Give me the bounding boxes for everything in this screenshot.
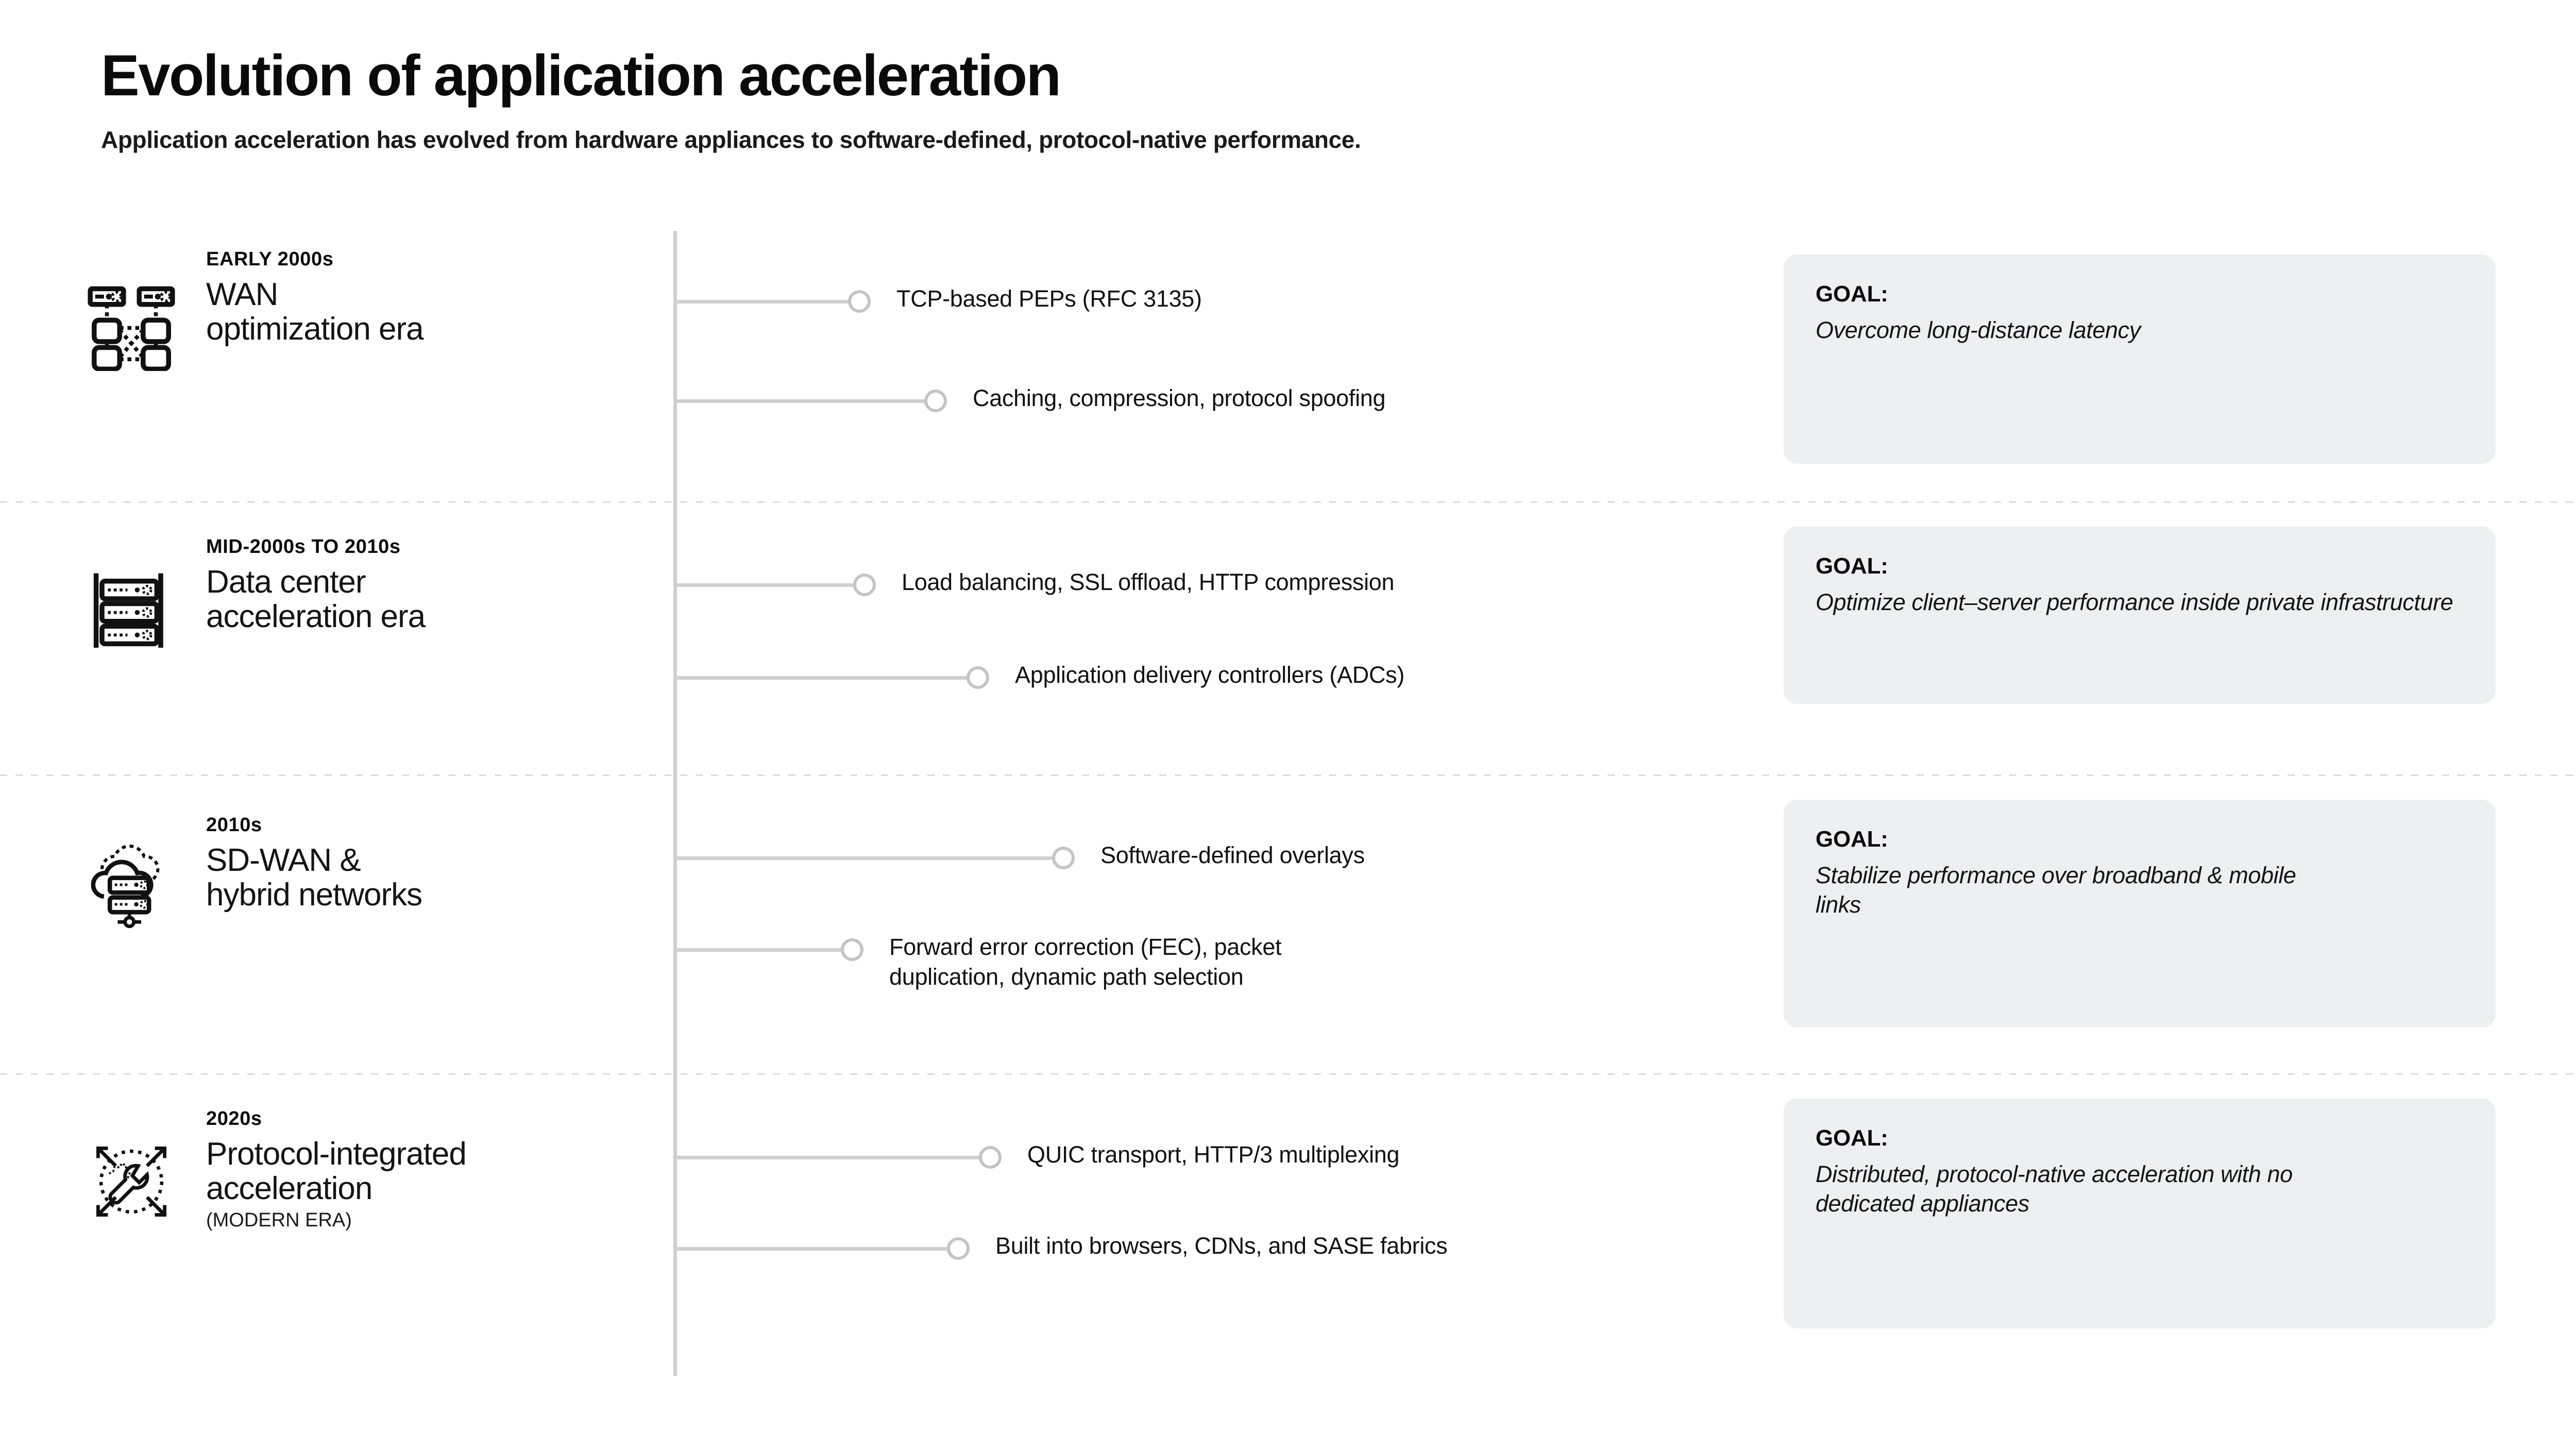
row-divider [0, 501, 2576, 503]
era-block: EARLY 2000s WAN optimization era [82, 231, 659, 503]
era-text: 2020s Protocol-integrated acceleration (… [206, 1108, 467, 1232]
connector-line [675, 1247, 959, 1251]
goal-text: Optimize client–server performance insid… [1816, 589, 2453, 615]
era-kicker: MID-2000s TO 2010s [206, 536, 401, 558]
header: Evolution of application acceleration Ap… [101, 45, 2368, 154]
milestone-dot[interactable] [848, 290, 871, 313]
goal-card: GOAL: Optimize client–server performance… [1784, 527, 2496, 704]
era-kicker: 2020s [206, 1108, 262, 1130]
milestone-dot[interactable] [841, 938, 863, 961]
goal-label: GOAL: [1816, 553, 1888, 579]
milestone-dot[interactable] [924, 390, 947, 412]
row-divider [0, 774, 2576, 776]
goal-text: Stabilize performance over broadband & m… [1816, 862, 2296, 918]
era-kicker: 2010s [206, 814, 262, 836]
goal-card: GOAL: Overcome long-distance latency [1784, 255, 2496, 464]
milestone-label: Software-defined overlays [1100, 842, 1365, 868]
milestone-label: TCP-based PEPs (RFC 3135) [896, 285, 1202, 312]
wrench-gear-icon [82, 1133, 180, 1231]
goal-label: GOAL: [1816, 281, 1888, 307]
timeline-spine [673, 231, 677, 1376]
era-block: 2010s SD-WAN & hybrid networks [82, 776, 659, 1075]
timeline-row: 2010s SD-WAN & hybrid networks Software-… [0, 776, 2576, 1075]
milestone-label: QUIC transport, HTTP/3 multiplexing [1027, 1141, 1400, 1168]
connector-line [675, 948, 853, 952]
row-divider [0, 1073, 2576, 1075]
milestone-label: Built into browsers, CDNs, and SASE fabr… [995, 1233, 1448, 1259]
timeline-row: EARLY 2000s WAN optimization era TCP-bas… [0, 231, 2576, 503]
era-name: SD-WAN & hybrid networks [206, 843, 422, 913]
milestone-label: Load balancing, SSL offload, HTTP compre… [902, 569, 1395, 595]
connector-line [675, 300, 860, 304]
era-text: EARLY 2000s WAN optimization era [206, 248, 424, 347]
goal-card: GOAL: Distributed, protocol-native accel… [1784, 1099, 2496, 1328]
era-block: 2020s Protocol-integrated acceleration (… [82, 1075, 659, 1376]
era-kicker: EARLY 2000s [206, 248, 334, 270]
milestone-dot[interactable] [979, 1146, 1002, 1169]
era-name: Protocol-integrated acceleration [206, 1136, 467, 1206]
cloud-server-icon [82, 836, 180, 934]
milestone-dot[interactable] [853, 574, 876, 596]
connector-line [675, 399, 937, 403]
era-text: 2010s SD-WAN & hybrid networks [206, 814, 422, 913]
milestone-label: Application delivery controllers (ADCs) [1015, 662, 1405, 688]
era-text: MID-2000s TO 2010s Data center accelerat… [206, 536, 426, 634]
goal-label: GOAL: [1816, 1125, 1888, 1151]
milestone-dot[interactable] [967, 666, 989, 689]
connector-line [675, 856, 1064, 860]
milestone-dot[interactable] [947, 1237, 970, 1260]
connector-line [675, 1156, 991, 1159]
milestone-dot[interactable] [1052, 847, 1075, 869]
goal-label: GOAL: [1816, 827, 1888, 852]
timeline-rows: EARLY 2000s WAN optimization era TCP-bas… [0, 231, 2576, 1376]
goal-text: Distributed, protocol-native acceleratio… [1816, 1161, 2293, 1217]
milestone-label: Forward error correction (FEC), packet d… [889, 934, 1282, 990]
timeline-row: MID-2000s TO 2010s Data center accelerat… [0, 503, 2576, 776]
timeline-row: 2020s Protocol-integrated acceleration (… [0, 1075, 2576, 1376]
server-rack-icon [82, 560, 180, 658]
era-sublabel: (MODERN ERA) [206, 1209, 352, 1231]
milestone-label: Caching, compression, protocol spoofing [973, 385, 1386, 411]
era-name: Data center acceleration era [206, 564, 426, 634]
page-title: Evolution of application acceleration [101, 43, 1061, 108]
network-nodes-icon [82, 273, 180, 371]
goal-card: GOAL: Stabilize performance over broadba… [1784, 800, 2496, 1027]
connector-line [675, 676, 979, 680]
goal-text: Overcome long-distance latency [1816, 317, 2141, 343]
connector-line [675, 583, 866, 587]
era-name: WAN optimization era [206, 277, 424, 347]
era-block: MID-2000s TO 2010s Data center accelerat… [82, 503, 659, 776]
page-subtitle: Application acceleration has evolved fro… [101, 126, 1361, 153]
